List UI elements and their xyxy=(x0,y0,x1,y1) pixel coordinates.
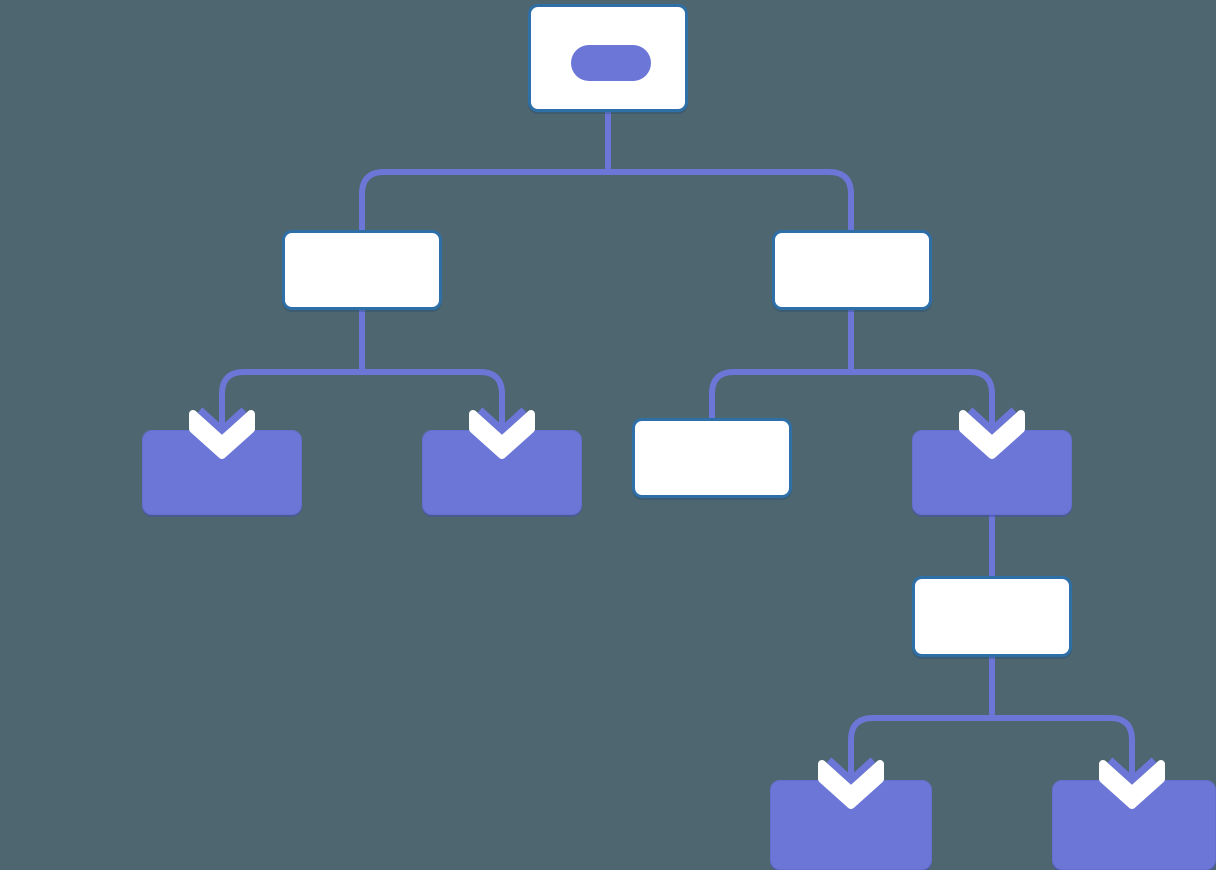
node-l2c[interactable] xyxy=(632,418,792,498)
connector-e-root-l1b xyxy=(608,169,854,232)
node-root[interactable] xyxy=(528,4,688,112)
node-l2b[interactable] xyxy=(422,430,582,515)
node-l2d[interactable] xyxy=(912,430,1072,515)
node-l1b[interactable] xyxy=(772,230,932,310)
node-l3a[interactable] xyxy=(912,576,1072,657)
connector-e-l1b-l2d xyxy=(851,369,995,432)
connector-e-l1a-l2b xyxy=(362,369,505,432)
node-l4a[interactable] xyxy=(770,780,932,870)
connector-e-l3a-l4a xyxy=(848,715,992,782)
root-pill-badge xyxy=(571,45,651,81)
node-l2a[interactable] xyxy=(142,430,302,515)
connector-e-root-l1a xyxy=(359,169,608,232)
node-l1a[interactable] xyxy=(282,230,442,310)
connector-e-l1b-l2c xyxy=(709,369,851,418)
node-l4b[interactable] xyxy=(1052,780,1216,870)
connector-e-l3a-l4b xyxy=(992,715,1135,782)
connector-e-l1a-l2a xyxy=(219,369,362,432)
